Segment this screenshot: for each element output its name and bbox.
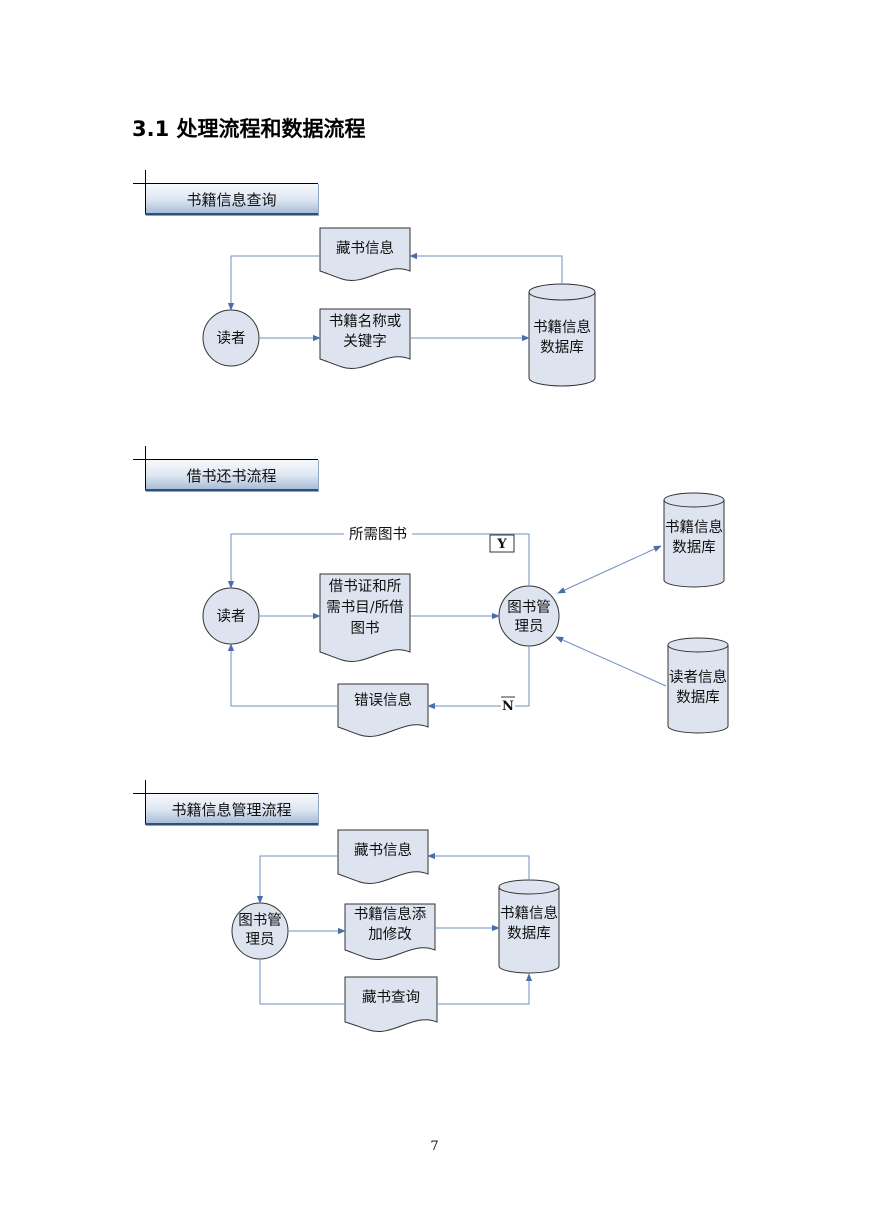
database-top — [667, 637, 729, 653]
edge-label-bg — [344, 525, 412, 543]
document-shape-collection-query — [344, 976, 438, 1032]
document-label: 图书 — [351, 620, 380, 637]
database-label: 书籍信息 — [665, 519, 723, 536]
connector-arrow-no — [427, 646, 530, 710]
document-label: 书籍信息添 — [354, 906, 427, 923]
flow-book-management: 藏书信息 图书管 理员 书籍信息添 加修改 书籍信息 数据库 藏书查询 — [231, 829, 560, 1032]
tab-corner-tick — [145, 446, 146, 489]
document-label: 关键字 — [343, 333, 387, 350]
document-label: 藏书信息 — [336, 240, 394, 257]
tab-corner-tick — [145, 170, 146, 213]
decision-no-label: N — [502, 699, 514, 714]
database-reader-info — [667, 645, 729, 734]
section-tab-label: 书籍信息查询 — [186, 191, 277, 209]
document-shape-error-info — [337, 683, 429, 737]
database-label: 读者信息 — [669, 669, 727, 686]
document-label: 书籍名称或 — [329, 313, 402, 330]
database-top — [663, 492, 725, 508]
entity-librarian — [231, 902, 289, 960]
database-book-info — [663, 500, 725, 588]
decision-yes-label: Y — [496, 537, 507, 552]
tab-corner-tick — [133, 183, 318, 184]
section-tab-book-query: 书籍信息查询 — [133, 170, 318, 215]
connector-arrow — [555, 636, 667, 687]
document-shape-borrow-card — [319, 573, 411, 662]
decision-no-box — [501, 697, 515, 713]
database-top — [498, 879, 560, 895]
entity-label: 图书管 — [507, 599, 551, 616]
connector-arrow — [227, 255, 320, 311]
database-book-info — [528, 292, 596, 387]
document-label: 藏书查询 — [362, 989, 420, 1006]
connector-arrow — [427, 852, 530, 880]
connector-arrow — [437, 973, 533, 1005]
section-tab-book-management: 书籍信息管理流程 — [133, 780, 318, 825]
flow-book-query: 藏书信息 读者 书籍名称或 关键字 书籍信息 数据库 — [202, 227, 596, 387]
tab-corner-tick — [133, 459, 318, 460]
document-label: 借书证和所 — [329, 578, 402, 595]
entity-label: 读者 — [217, 330, 246, 347]
section-tab-label: 借书还书流程 — [186, 467, 277, 485]
connector-arrow-bidirectional — [557, 545, 662, 594]
document-shape-add-modify — [344, 903, 436, 960]
database-label: 数据库 — [676, 689, 720, 706]
entity-label: 理员 — [515, 619, 544, 635]
database-label: 书籍信息 — [500, 905, 558, 922]
entity-label: 图书管 — [238, 912, 282, 929]
edge-label: 所需图书 — [349, 526, 407, 543]
entity-librarian — [498, 585, 560, 647]
document-label: 错误信息 — [354, 692, 412, 709]
database-top — [528, 283, 596, 301]
document-shape-title-keyword — [319, 308, 411, 369]
document-label: 藏书信息 — [354, 842, 412, 859]
database-label: 数据库 — [672, 539, 716, 556]
connector-arrow — [256, 855, 338, 904]
database-label: 数据库 — [507, 925, 551, 942]
document-label: 需书目/所借 — [326, 599, 404, 616]
connector-arrow — [409, 252, 563, 284]
tab-corner-tick — [133, 793, 318, 794]
flow-borrow-return: 读者 借书证和所 需书目/所借 图书 图书管 理员 书籍信息 数据库 读者信息 … — [202, 492, 729, 737]
database-label: 书籍信息 — [533, 319, 591, 336]
document-shape-collection-info — [319, 227, 411, 281]
connector-arrow — [227, 643, 338, 707]
document-label: 加修改 — [368, 926, 412, 943]
database-label: 数据库 — [540, 339, 584, 356]
page-number: 7 — [430, 1139, 439, 1154]
entity-label: 读者 — [217, 608, 246, 625]
section-tab-borrow-return: 借书还书流程 — [133, 446, 318, 491]
document-shape-collection-info — [337, 829, 429, 884]
database-book-info — [498, 887, 560, 974]
section-heading: 3.1 处理流程和数据流程 — [132, 117, 366, 141]
decision-yes-box — [489, 534, 515, 553]
entity-label: 理员 — [246, 932, 275, 948]
section-tab-label: 书籍信息管理流程 — [171, 801, 292, 819]
connector-line — [259, 959, 345, 1005]
tab-corner-tick — [145, 780, 146, 823]
